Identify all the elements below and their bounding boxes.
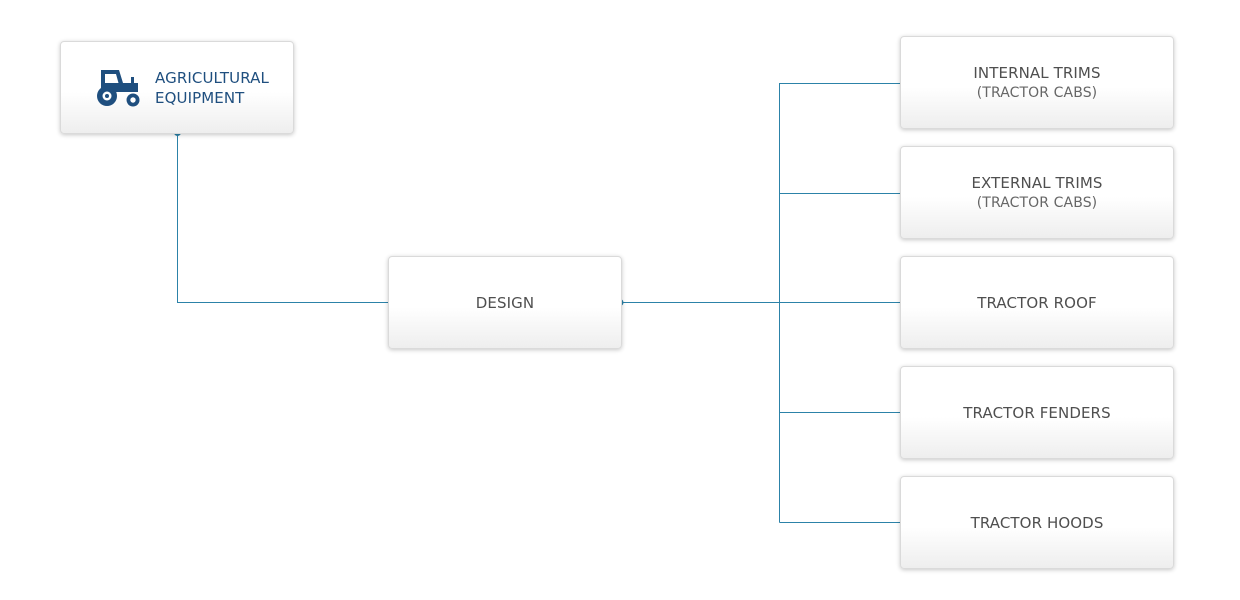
external-trims-subtitle: (TRACTOR CABS) <box>976 194 1098 211</box>
internal-trims-label: INTERNAL TRIMS (TRACTOR CABS) <box>973 63 1100 103</box>
internal-trims-subtitle: (TRACTOR CABS) <box>976 84 1098 101</box>
node-design[interactable]: DESIGN <box>388 256 622 349</box>
agricultural-equipment-line2: EQUIPMENT <box>155 88 245 107</box>
internal-trims-title: INTERNAL TRIMS <box>973 63 1101 82</box>
external-trims-title: EXTERNAL TRIMS <box>971 173 1103 192</box>
agricultural-equipment-label: AGRICULTURAL EQUIPMENT <box>155 68 269 108</box>
tractor-fenders-title: TRACTOR FENDERS <box>963 403 1111 422</box>
node-internal-trims[interactable]: INTERNAL TRIMS (TRACTOR CABS) <box>900 36 1174 129</box>
node-tractor-fenders[interactable]: TRACTOR FENDERS <box>900 366 1174 459</box>
tractor-hoods-label: TRACTOR HOODS <box>971 513 1104 533</box>
agricultural-equipment-line1: AGRICULTURAL <box>155 68 269 87</box>
design-label-wrap: DESIGN <box>476 293 534 313</box>
node-agricultural-equipment[interactable]: AGRICULTURAL EQUIPMENT <box>60 41 294 134</box>
tractor-roof-title: TRACTOR ROOF <box>977 293 1097 312</box>
node-tractor-hoods[interactable]: TRACTOR HOODS <box>900 476 1174 569</box>
node-tractor-roof[interactable]: TRACTOR ROOF <box>900 256 1174 349</box>
design-label: DESIGN <box>475 293 535 312</box>
tractor-fenders-label: TRACTOR FENDERS <box>963 403 1110 423</box>
external-trims-label: EXTERNAL TRIMS (TRACTOR CABS) <box>971 173 1102 213</box>
tractor-icon <box>97 69 140 106</box>
tractor-roof-label: TRACTOR ROOF <box>977 293 1096 313</box>
node-external-trims[interactable]: EXTERNAL TRIMS (TRACTOR CABS) <box>900 146 1174 239</box>
connector-root-to-design <box>177 133 394 303</box>
tractor-hoods-title: TRACTOR HOODS <box>970 513 1104 532</box>
